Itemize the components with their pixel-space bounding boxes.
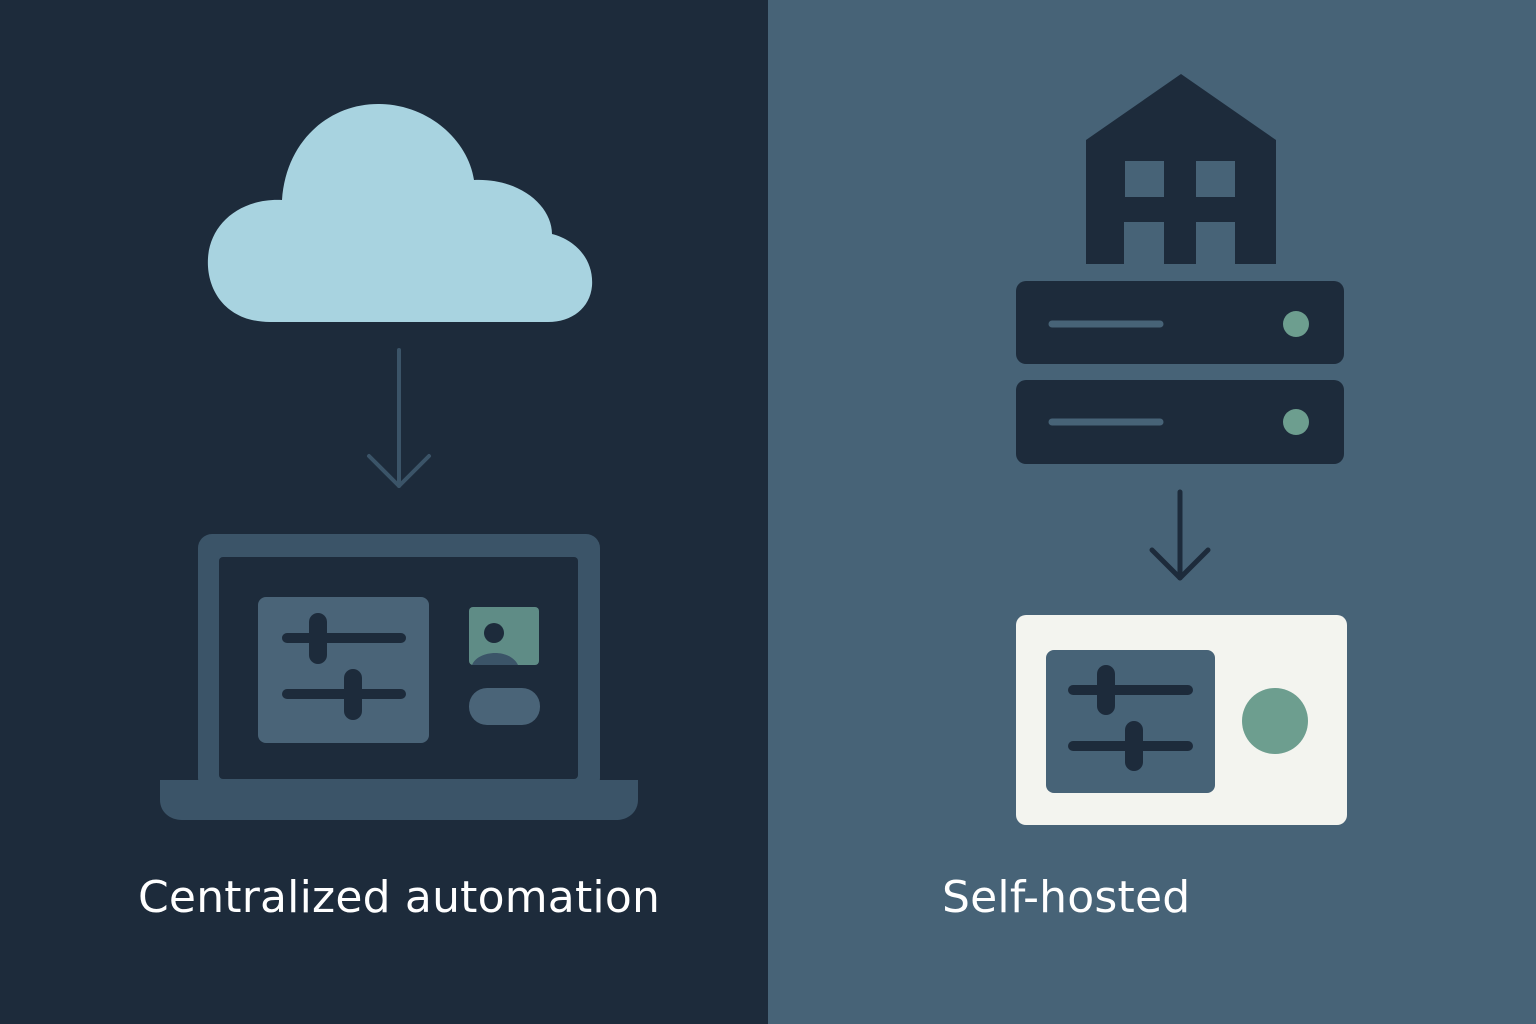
centralized-automation-illustration (160, 104, 638, 820)
user-avatar-icon (469, 607, 539, 665)
self-hosted-panel: Self-hosted (768, 0, 1536, 1024)
self-hosted-illustration (1016, 74, 1347, 825)
centralized-automation-label: Centralized automation (138, 872, 661, 923)
self-hosted-label: Self-hosted (942, 872, 1191, 923)
cloud-icon (207, 104, 593, 322)
arrow-down-icon (1149, 489, 1211, 581)
house-icon (1086, 74, 1276, 264)
status-pill (469, 688, 540, 725)
sliders-icon (258, 597, 429, 743)
centralized-automation-panel: Centralized automation (0, 0, 768, 1024)
sliders-icon (1046, 650, 1215, 793)
arrow-down-icon (367, 348, 431, 488)
server-icon (1016, 281, 1344, 464)
